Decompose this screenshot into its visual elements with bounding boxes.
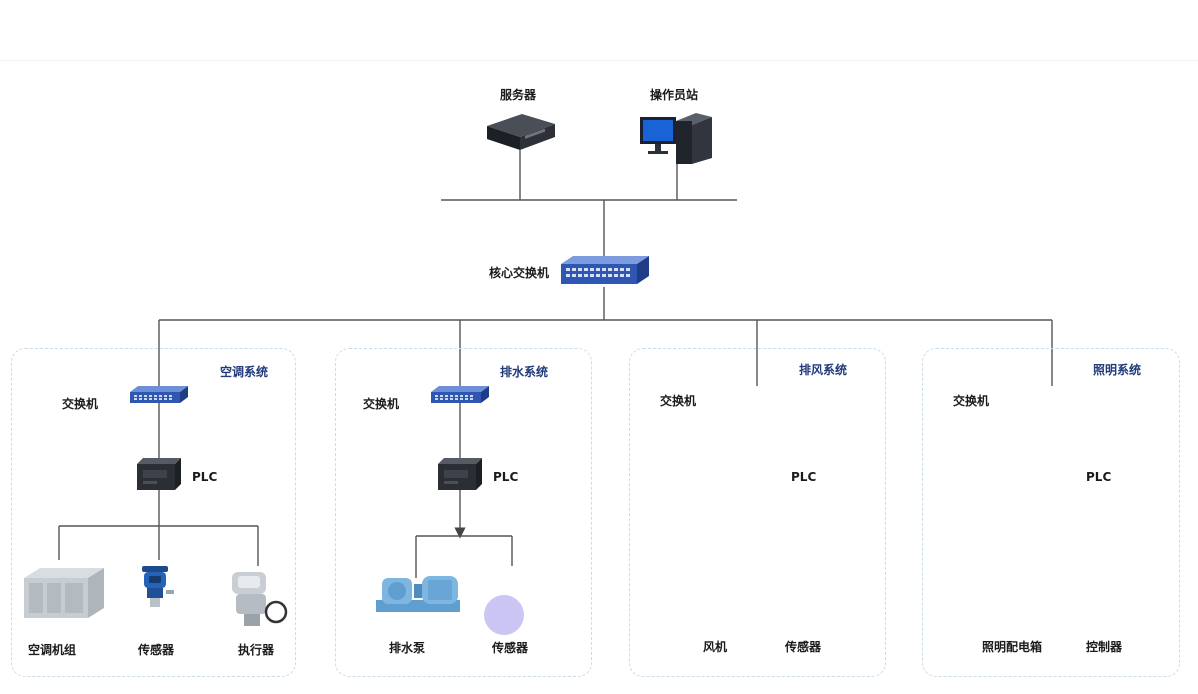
ac-switch-label: 交换机 bbox=[62, 397, 99, 411]
lighting-device-panel-label: 照明配电箱 bbox=[982, 640, 1043, 654]
ac-system-title: 空调系统 bbox=[220, 365, 269, 379]
drainage-plc-label: PLC bbox=[493, 470, 519, 484]
exhaust-plc-label: PLC bbox=[791, 470, 817, 484]
backbone-lines bbox=[158, 150, 1053, 386]
drainage-system-box bbox=[335, 348, 592, 677]
top-band bbox=[0, 0, 1198, 61]
ac-system-box bbox=[11, 348, 296, 677]
pump-icon bbox=[376, 576, 460, 612]
exhaust-system-title: 排风系统 bbox=[799, 363, 848, 377]
drainage-device-sensor-label: 传感器 bbox=[492, 641, 529, 655]
highlight-marker bbox=[484, 595, 524, 635]
ac-device-actuator-label: 执行器 bbox=[238, 643, 275, 657]
lighting-plc-label: PLC bbox=[1086, 470, 1112, 484]
core-switch-label: 核心交换机 bbox=[489, 266, 550, 280]
ahu-icon bbox=[24, 568, 104, 618]
exhaust-device-fan-label: 风机 bbox=[703, 640, 728, 654]
core-switch-icon bbox=[561, 256, 649, 284]
drainage-switch-label: 交换机 bbox=[363, 397, 400, 411]
workstation-icon bbox=[640, 113, 712, 164]
lighting-system-title: 照明系统 bbox=[1093, 363, 1142, 377]
ac-plc-label: PLC bbox=[192, 470, 218, 484]
server-label: 服务器 bbox=[500, 88, 537, 102]
server-icon bbox=[487, 114, 555, 150]
exhaust-switch-label: 交换机 bbox=[660, 394, 697, 408]
actuator-icon bbox=[224, 566, 294, 630]
exhaust-system-box bbox=[629, 348, 886, 677]
drainage-device-pump-label: 排水泵 bbox=[389, 641, 426, 655]
operator-station-label: 操作员站 bbox=[650, 88, 699, 102]
lighting-switch-label: 交换机 bbox=[953, 394, 990, 408]
lighting-device-controller-label: 控制器 bbox=[1086, 640, 1123, 654]
exhaust-device-sensor-label: 传感器 bbox=[785, 640, 822, 654]
lighting-system-box bbox=[922, 348, 1180, 677]
ac-device-sensor-label: 传感器 bbox=[138, 643, 175, 657]
ac-device-ahu-label: 空调机组 bbox=[28, 643, 77, 657]
drainage-system-title: 排水系统 bbox=[500, 365, 549, 379]
